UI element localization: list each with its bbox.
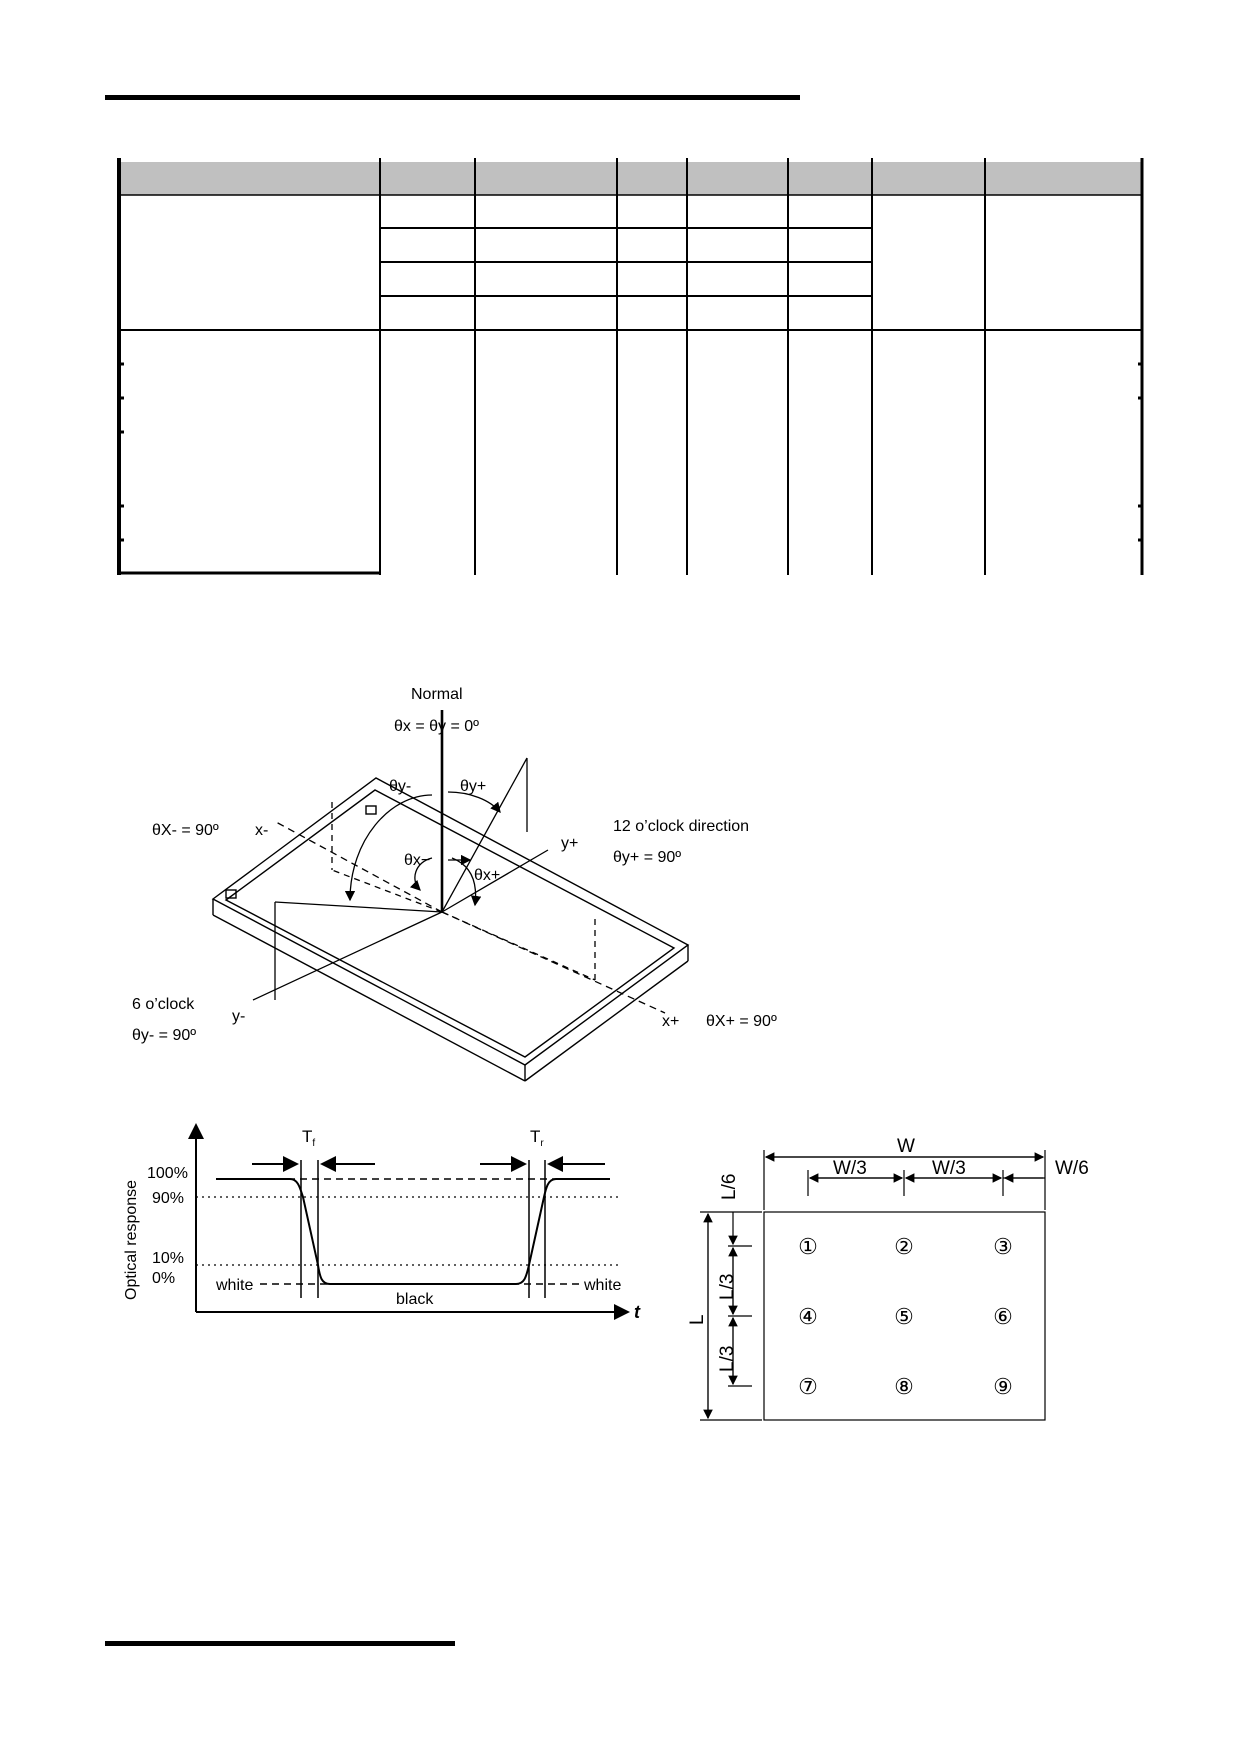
w6-label: W/6 [1055,1158,1089,1179]
point-6: ⑥ [993,1304,1013,1329]
pct-10-label: 10% [152,1250,184,1267]
x-minus-label: x- [255,822,268,839]
six-oclock-label: 6 o’clock [132,996,195,1013]
white-right-label: white [583,1277,621,1294]
optical-waveform [216,1178,610,1285]
measurement-points: ① ② ③ ④ ⑤ ⑥ ⑦ ⑧ ⑨ [798,1234,1013,1399]
l-label: L [687,1314,708,1325]
point-9: ⑨ [993,1374,1013,1399]
pct-100-label: 100% [147,1165,188,1182]
theta-y-minus-90-label: θy- = 90º [132,1027,196,1044]
panel-rect [763,1211,1046,1421]
theta-y-plus-label: θy+ [460,778,486,795]
t-axis-label: t [634,1302,641,1322]
l6-label: L/6 [719,1174,740,1200]
theta-y-plus-90-label: θy+ = 90º [613,849,681,866]
table-header-band [119,162,1142,195]
point-3: ③ [993,1234,1013,1259]
spec-table [117,158,1144,575]
theta-x-minus-90-label: θX- = 90º [152,822,219,839]
tf-label: Tf [302,1127,315,1149]
pct-90-label: 90% [152,1190,184,1207]
y-plus-label: y+ [561,835,578,852]
normal-label: Normal [411,686,463,703]
w3-label-b: W/3 [932,1158,966,1179]
panel-outline [211,777,690,1082]
twelve-oclock-label: 12 o’clock direction [613,818,749,835]
white-left-label: white [215,1277,253,1294]
header-rule [105,95,800,100]
tr-label: Tr [530,1127,544,1149]
pct-0-label: 0% [152,1270,175,1287]
y-minus-label: y- [232,1008,245,1025]
theta-y-minus-label: θy- [389,778,411,795]
w-label: W [897,1136,915,1157]
l3-label-a: L/3 [717,1274,738,1300]
black-label: black [396,1291,434,1308]
x-plus-label: x+ [662,1013,679,1030]
point-8: ⑧ [894,1374,914,1399]
footer-rule [105,1641,455,1646]
point-5: ⑤ [894,1304,914,1329]
theta-x-plus-90-label: θX+ = 90º [706,1013,777,1030]
point-2: ② [894,1234,914,1259]
theta-x-plus-label: θx+ [474,867,500,884]
w3-label-a: W/3 [833,1158,867,1179]
axes [252,710,666,1014]
point-4: ④ [798,1304,818,1329]
l3-label-b: L/3 [717,1346,738,1372]
point-1: ① [798,1234,818,1259]
point-7: ⑦ [798,1374,818,1399]
normal-eq-label: θx = θy = 0º [394,718,479,735]
y-axis-label: Optical response [123,1180,140,1300]
theta-x-minus-label: θx− [404,852,430,869]
viewing-angle-labels: Normal θx = θy = 0º θy- θy+ θX- = 90º x-… [132,686,777,1044]
